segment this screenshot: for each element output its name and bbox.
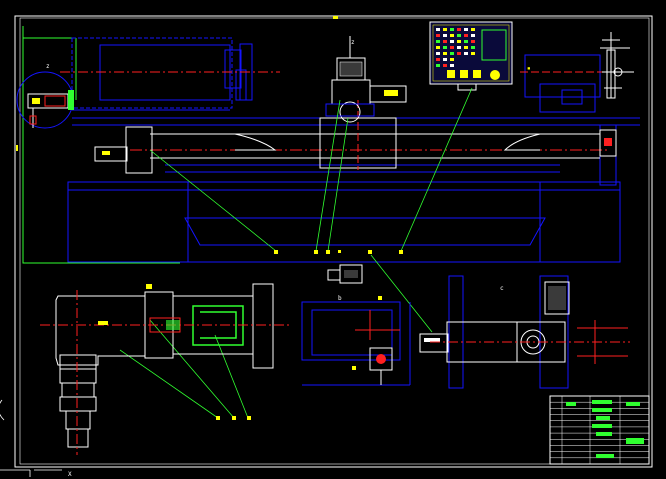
left-view-label: z <box>46 63 50 70</box>
tailstock <box>520 54 620 113</box>
sheet-center-mark <box>333 16 338 19</box>
ucs-axis-icon <box>0 399 62 477</box>
panel-key <box>436 52 440 55</box>
panel-key <box>443 28 447 31</box>
section-view-right: c <box>419 275 630 389</box>
cnc-control-panel <box>429 21 513 91</box>
panel-key <box>443 64 447 67</box>
panel-key <box>457 46 461 49</box>
headstock <box>16 37 253 129</box>
leader-terminals <box>216 250 403 420</box>
panel-key <box>450 58 454 61</box>
panel-key <box>450 40 454 43</box>
right-view-label: c <box>500 285 504 292</box>
panel-key <box>471 28 475 31</box>
left-edge-marker <box>16 145 18 151</box>
leader-lines <box>119 87 473 419</box>
panel-key <box>450 64 454 67</box>
title-block <box>549 395 650 465</box>
tailstock-handwheel <box>600 32 634 99</box>
panel-key <box>457 34 461 37</box>
panel-key <box>450 34 454 37</box>
middle-view-label: b <box>338 295 342 302</box>
panel-key <box>450 52 454 55</box>
panel-key <box>471 40 475 43</box>
panel-key <box>436 28 440 31</box>
panel-key <box>443 58 447 61</box>
spindle-nose <box>27 90 74 128</box>
panel-key <box>464 28 468 31</box>
panel-key <box>471 46 475 49</box>
green-outline <box>22 26 180 264</box>
panel-key <box>471 52 475 55</box>
tool-motor-assembly <box>325 36 407 123</box>
section-view-middle: b <box>301 264 411 386</box>
panel-key <box>471 34 475 37</box>
title-block-fills <box>566 400 644 458</box>
lathe-bed <box>67 117 640 263</box>
title-block-grid <box>550 396 649 464</box>
panel-key <box>464 46 468 49</box>
panel-key <box>450 28 454 31</box>
panel-key <box>457 28 461 31</box>
panel-key <box>450 46 454 49</box>
lathe-main-view: z ▪ <box>16 32 640 263</box>
tailstock-marker: ▪ <box>527 65 531 72</box>
panel-key <box>457 40 461 43</box>
section-view-left <box>40 283 290 455</box>
panel-display <box>481 29 507 61</box>
panel-key <box>443 52 447 55</box>
panel-key <box>443 40 447 43</box>
carriage <box>319 100 397 170</box>
panel-key <box>464 52 468 55</box>
axis-x-label: X <box>68 471 72 478</box>
panel-key <box>443 34 447 37</box>
panel-key <box>436 58 440 61</box>
panel-keys <box>436 28 507 67</box>
panel-key <box>464 34 468 37</box>
panel-key <box>436 34 440 37</box>
panel-key <box>457 52 461 55</box>
top-view-label: z <box>351 39 355 46</box>
panel-key <box>436 40 440 43</box>
lead-screw <box>94 126 617 174</box>
panel-key <box>443 46 447 49</box>
panel-key <box>436 46 440 49</box>
panel-key <box>436 64 440 67</box>
panel-key <box>464 40 468 43</box>
